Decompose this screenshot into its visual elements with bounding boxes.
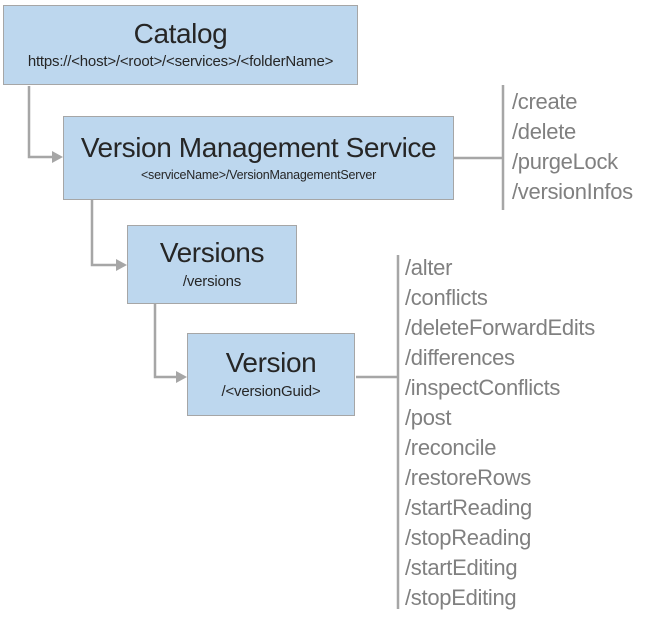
node-version-url: /<versionGuid> [221,382,321,400]
operation-item: /delete [512,119,576,144]
operation-item: /startEditing [405,555,518,580]
operation-item: /create [512,89,578,114]
node-catalog: Catalog https://<host>/<root>/<services>… [3,5,358,85]
arrowhead-versions [116,259,127,271]
node-versions-title: Versions [159,237,265,269]
node-vms-url: <serviceName>/VersionManagementServer [140,167,377,182]
operation-item: /conflicts [405,285,488,310]
operation-item: /startReading [405,495,532,520]
operation-item: /inspectConflicts [405,375,561,400]
vms-operations-list: /create/delete/purgeLock/versionInfos [512,87,633,207]
node-version: Version /<versionGuid> [187,333,355,416]
connector-vms-to-versions [90,200,117,267]
connector-versions-to-version [153,304,177,379]
node-vms-title: Version Management Service [80,132,437,164]
operation-item: /reconcile [405,435,497,460]
operation-item: /stopEditing [405,585,517,610]
node-version-management-service: Version Management Service <serviceName>… [63,116,454,200]
node-version-title: Version [225,347,317,379]
arrowhead-version [176,371,187,383]
version-operations-list: /alter/conflicts/deleteForwardEdits/diff… [405,253,595,613]
arrowhead-vms [52,151,63,163]
operation-item: /alter [405,255,453,280]
operation-item: /restoreRows [405,465,531,490]
operation-item: /differences [405,345,515,370]
operation-item: /deleteForwardEdits [405,315,595,340]
node-versions: Versions /versions [127,225,297,304]
connector-catalog-to-vms [27,86,53,159]
node-catalog-url: https://<host>/<root>/<services>/<folder… [27,53,334,71]
operation-item: /purgeLock [512,149,618,174]
operation-item: /versionInfos [512,179,633,204]
node-catalog-title: Catalog [133,17,228,49]
node-versions-url: /versions [182,272,242,290]
operation-item: /post [405,405,452,430]
operation-item: /stopReading [405,525,532,550]
